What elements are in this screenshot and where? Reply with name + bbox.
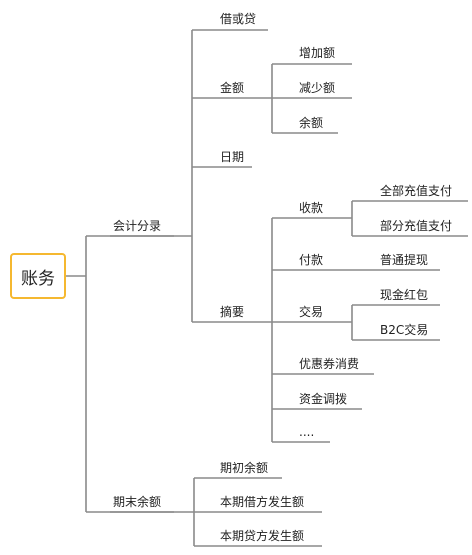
node-cash-red-packet[interactable]: 现金红包 bbox=[380, 288, 429, 302]
node-decrease[interactable]: 减少额 bbox=[299, 81, 336, 95]
node-date[interactable]: 日期 bbox=[220, 150, 245, 164]
node-partial-recharge-payment[interactable]: 部分充值支付 bbox=[380, 219, 453, 233]
node-summary[interactable]: 摘要 bbox=[220, 305, 245, 319]
node-period-debit-amount[interactable]: 本期借方发生额 bbox=[220, 495, 305, 509]
connector-amount-children bbox=[252, 64, 273, 133]
node-balance[interactable]: 余额 bbox=[299, 116, 324, 130]
node-accounting-entry[interactable]: 会计分录 bbox=[113, 219, 162, 233]
node-trade[interactable]: 交易 bbox=[299, 305, 324, 319]
node-increase[interactable]: 增加额 bbox=[299, 46, 336, 60]
node-debit-credit[interactable]: 借或贷 bbox=[220, 12, 257, 26]
node-amount[interactable]: 金额 bbox=[220, 81, 245, 95]
node-fund-transfer[interactable]: 资金调拨 bbox=[299, 392, 348, 406]
node-more[interactable]: .... bbox=[299, 425, 315, 439]
node-b2c-trade[interactable]: B2C交易 bbox=[380, 323, 429, 337]
connector-root bbox=[66, 236, 87, 512]
node-pay[interactable]: 付款 bbox=[299, 253, 324, 267]
connector-trade-children bbox=[336, 305, 353, 340]
node-receive[interactable]: 收款 bbox=[299, 201, 324, 215]
node-normal-withdrawal[interactable]: 普通提现 bbox=[380, 253, 429, 267]
node-opening-balance[interactable]: 期初余额 bbox=[220, 461, 269, 475]
connector-closing-children bbox=[174, 478, 195, 546]
node-closing-balance[interactable]: 期末余额 bbox=[113, 495, 162, 509]
node-period-credit-amount[interactable]: 本期贷方发生额 bbox=[220, 529, 305, 543]
node-full-recharge-payment[interactable]: 全部充值支付 bbox=[380, 184, 453, 198]
node-coupon-consumption[interactable]: 优惠券消费 bbox=[299, 357, 360, 371]
connector-summary-children bbox=[252, 218, 273, 442]
connector-receive-children bbox=[336, 201, 353, 236]
root-node-accounts[interactable]: 账务 bbox=[10, 253, 66, 299]
connector-entry-children bbox=[174, 30, 193, 322]
